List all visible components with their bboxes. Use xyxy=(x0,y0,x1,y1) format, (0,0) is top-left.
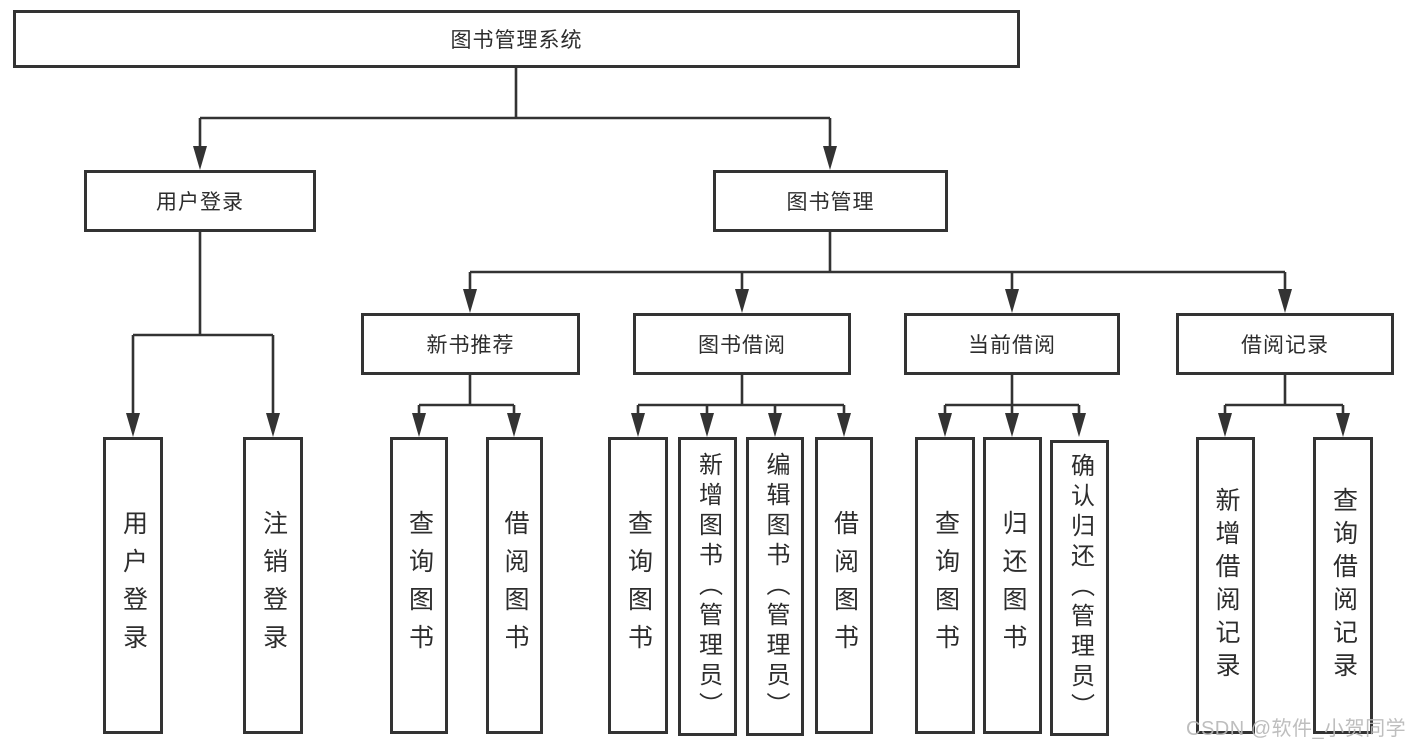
node-borrowing-records: 借阅记录 xyxy=(1176,313,1394,375)
node-label: 编辑图书（管理员） xyxy=(762,451,789,722)
arrow-head xyxy=(1278,289,1292,313)
arrow-head xyxy=(412,413,426,437)
node-book-borrowing: 图书借阅 xyxy=(633,313,851,375)
node-label: 新增图书（管理员） xyxy=(694,451,722,722)
connector-user-login-children xyxy=(131,232,275,416)
node-label: 查询图书 xyxy=(624,509,653,662)
node-book-management: 图书管理 xyxy=(713,170,948,232)
node-label: 确认归还（管理员） xyxy=(1066,453,1094,723)
connector-new-book-children xyxy=(417,375,516,416)
leaf-confirm-return-admin: 确认归还（管理员） xyxy=(1050,440,1109,736)
node-label: 新增借阅记录 xyxy=(1212,486,1240,685)
node-label: 注销登录 xyxy=(259,509,288,662)
connector-book-borrow-children xyxy=(636,375,846,416)
leaf-add-books-admin: 新增图书（管理员） xyxy=(678,437,737,736)
node-user-login-group: 用户登录 xyxy=(84,170,316,232)
arrow-head xyxy=(768,413,782,437)
node-label: 当前借阅 xyxy=(968,334,1056,357)
leaf-borrow-books-recommend: 借阅图书 xyxy=(486,437,543,734)
leaf-user-login: 用户登录 xyxy=(103,437,163,734)
node-label: 借阅图书 xyxy=(830,509,859,662)
node-library-management-system: 图书管理系统 xyxy=(13,10,1020,68)
node-label: 归还图书 xyxy=(999,509,1027,662)
node-label: 用户登录 xyxy=(119,509,148,662)
arrow-head xyxy=(193,146,207,170)
arrow-head xyxy=(823,146,837,170)
node-label: 查询图书 xyxy=(931,509,960,662)
leaf-add-borrow-record: 新增借阅记录 xyxy=(1196,437,1255,734)
arrow-head xyxy=(1005,413,1019,437)
node-label: 查询图书 xyxy=(405,509,434,662)
node-label: 用户登录 xyxy=(156,191,244,214)
leaf-edit-books-admin: 编辑图书（管理员） xyxy=(746,437,804,736)
leaf-return-books: 归还图书 xyxy=(983,437,1042,734)
csdn-watermark: CSDN @软件_小贺同学 xyxy=(1186,718,1405,740)
arrow-head xyxy=(126,413,140,437)
connector-borrow-records-children xyxy=(1223,375,1345,416)
connector-book-mgmt-children xyxy=(468,232,1287,292)
leaf-borrow-books-borrowing: 借阅图书 xyxy=(815,437,873,734)
arrow-head xyxy=(1336,413,1350,437)
leaf-query-books-borrowing: 查询图书 xyxy=(608,437,668,734)
node-label: 借阅图书 xyxy=(501,509,529,662)
node-label: 借阅记录 xyxy=(1241,334,1329,357)
connector-current-borrow-children xyxy=(943,375,1081,416)
arrow-head xyxy=(837,413,851,437)
leaf-logout: 注销登录 xyxy=(243,437,303,734)
node-label: 新书推荐 xyxy=(426,334,515,357)
connector-root-to-level2 xyxy=(198,67,832,150)
leaf-query-books-current: 查询图书 xyxy=(915,437,975,734)
arrow-head xyxy=(1005,289,1019,313)
node-label: 图书管理 xyxy=(786,191,875,214)
node-label: 查询借阅记录 xyxy=(1329,486,1358,685)
node-label: 图书借阅 xyxy=(698,334,786,357)
arrow-head xyxy=(631,413,645,437)
arrow-head xyxy=(735,289,749,313)
arrow-head xyxy=(463,289,477,313)
leaf-query-borrow-record: 查询借阅记录 xyxy=(1313,437,1373,734)
arrow-head xyxy=(938,413,952,437)
arrow-head xyxy=(507,413,521,437)
arrow-head xyxy=(1072,413,1086,437)
arrow-head xyxy=(266,413,280,437)
node-label: 图书管理系统 xyxy=(450,29,583,52)
node-current-borrowing: 当前借阅 xyxy=(904,313,1120,375)
node-new-book-recommend: 新书推荐 xyxy=(361,313,580,375)
leaf-query-books-recommend: 查询图书 xyxy=(390,437,448,734)
arrow-head xyxy=(1218,413,1232,437)
arrow-head xyxy=(700,413,714,437)
